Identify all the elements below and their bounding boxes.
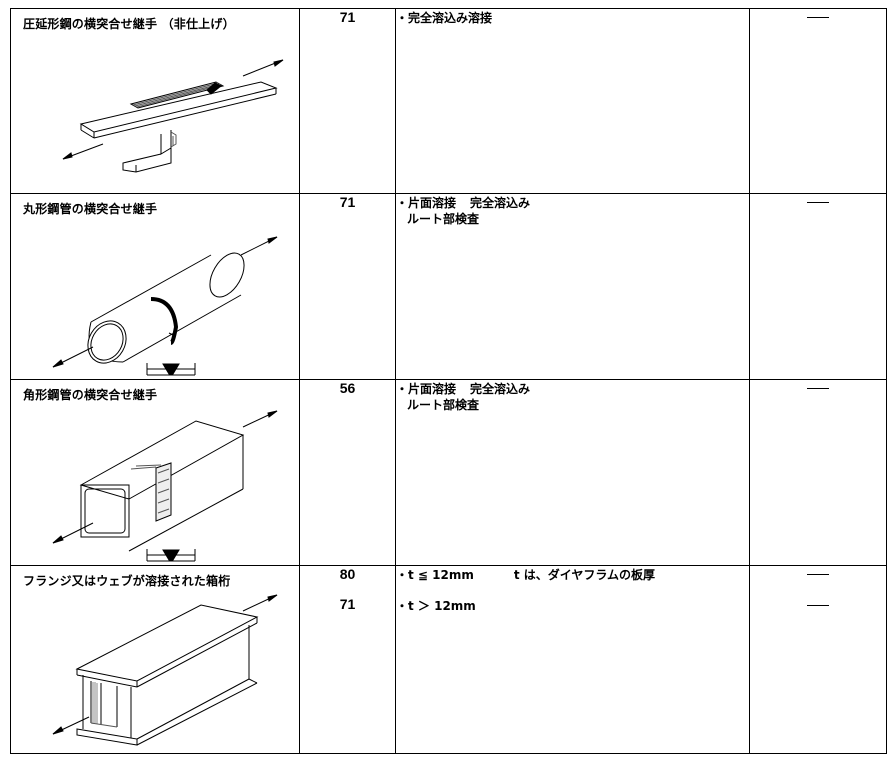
table-row: フランジ又はウェブが溶接された箱桁 bbox=[10, 565, 887, 754]
fatigue-category-cell: 56 bbox=[299, 379, 396, 566]
dash-mark bbox=[807, 388, 829, 389]
remarks-cell: ・t ≦ 12mm t は、ダイヤフラムの板厚 ・t ＞ 12mm bbox=[395, 565, 750, 754]
fatigue-category: 71 bbox=[339, 596, 356, 612]
fatigue-category: 80 bbox=[339, 566, 356, 582]
other-cell bbox=[749, 565, 887, 754]
remarks-cell: ・完全溶込み溶接 bbox=[395, 8, 750, 194]
note-line: ルート部検査 bbox=[396, 396, 749, 412]
table-row: 圧延形鋼の横突合せ継手 （非仕上げ） bbox=[10, 8, 887, 194]
joint-description-cell: フランジ又はウェブが溶接された箱桁 bbox=[10, 565, 300, 754]
remarks-cell: ・片面溶接完全溶込み ルート部検査 bbox=[395, 379, 750, 566]
note-text: ・t ≦ 12mm bbox=[396, 568, 474, 582]
joint-title: 圧延形鋼の横突合せ継手 （非仕上げ） bbox=[23, 17, 235, 31]
note-text: ルート部検査 bbox=[407, 398, 480, 412]
note-text: 完全溶込み bbox=[470, 196, 531, 210]
note-line: ・t ≦ 12mm t は、ダイヤフラムの板厚 bbox=[396, 566, 749, 597]
joint-description-cell: 角形鋼管の横突合せ継手 bbox=[10, 379, 300, 566]
box-girder-illustration bbox=[11, 589, 300, 749]
note-line: ・完全溶込み溶接 bbox=[396, 9, 749, 25]
joint-description-cell: 丸形鋼管の横突合せ継手 bbox=[10, 193, 300, 380]
note-text: ・t ＞ 12mm bbox=[396, 599, 476, 613]
dash-mark bbox=[807, 574, 829, 575]
note-line: ルート部検査 bbox=[396, 210, 749, 226]
note-text: ルート部検査 bbox=[407, 212, 480, 226]
remarks-cell: ・片面溶接完全溶込み ルート部検査 bbox=[395, 193, 750, 380]
fatigue-category: 71 bbox=[339, 9, 356, 25]
note-line: ・t ＞ 12mm bbox=[396, 597, 749, 613]
rolled-section-butt-joint-illustration bbox=[11, 32, 300, 182]
dash-mark bbox=[807, 605, 829, 606]
dash-mark bbox=[807, 202, 829, 203]
fatigue-category: 71 bbox=[339, 194, 356, 210]
joint-title: フランジ又はウェブが溶接された箱桁 bbox=[23, 574, 231, 588]
note-text: ・片面溶接 bbox=[396, 382, 457, 396]
other-cell bbox=[749, 8, 887, 194]
other-cell bbox=[749, 379, 887, 566]
joint-category-table: 圧延形鋼の横突合せ継手 （非仕上げ） bbox=[10, 8, 887, 754]
square-tube-butt-joint-illustration bbox=[11, 403, 300, 563]
fatigue-category-cell: 71 bbox=[299, 8, 396, 194]
joint-title: 丸形鋼管の横突合せ継手 bbox=[23, 202, 158, 216]
dash-mark bbox=[807, 17, 829, 18]
note-text: ・片面溶接 bbox=[396, 196, 457, 210]
circular-tube-butt-joint-illustration bbox=[11, 217, 300, 377]
note-text: ・完全溶込み溶接 bbox=[396, 11, 493, 25]
fatigue-category-cell: 80 71 bbox=[299, 565, 396, 754]
joint-description-cell: 圧延形鋼の横突合せ継手 （非仕上げ） bbox=[10, 8, 300, 194]
note-text: 完全溶込み bbox=[470, 382, 531, 396]
note-line: ・片面溶接完全溶込み bbox=[396, 380, 749, 396]
table-row: 角形鋼管の横突合せ継手 bbox=[10, 379, 887, 566]
fatigue-category-cell: 71 bbox=[299, 193, 396, 380]
fatigue-category: 56 bbox=[339, 380, 356, 396]
table-row: 丸形鋼管の横突合せ継手 bbox=[10, 193, 887, 380]
joint-title: 角形鋼管の横突合せ継手 bbox=[23, 388, 158, 402]
note-text: t は、ダイヤフラムの板厚 bbox=[513, 568, 656, 582]
note-line: ・片面溶接完全溶込み bbox=[396, 194, 749, 210]
other-cell bbox=[749, 193, 887, 380]
